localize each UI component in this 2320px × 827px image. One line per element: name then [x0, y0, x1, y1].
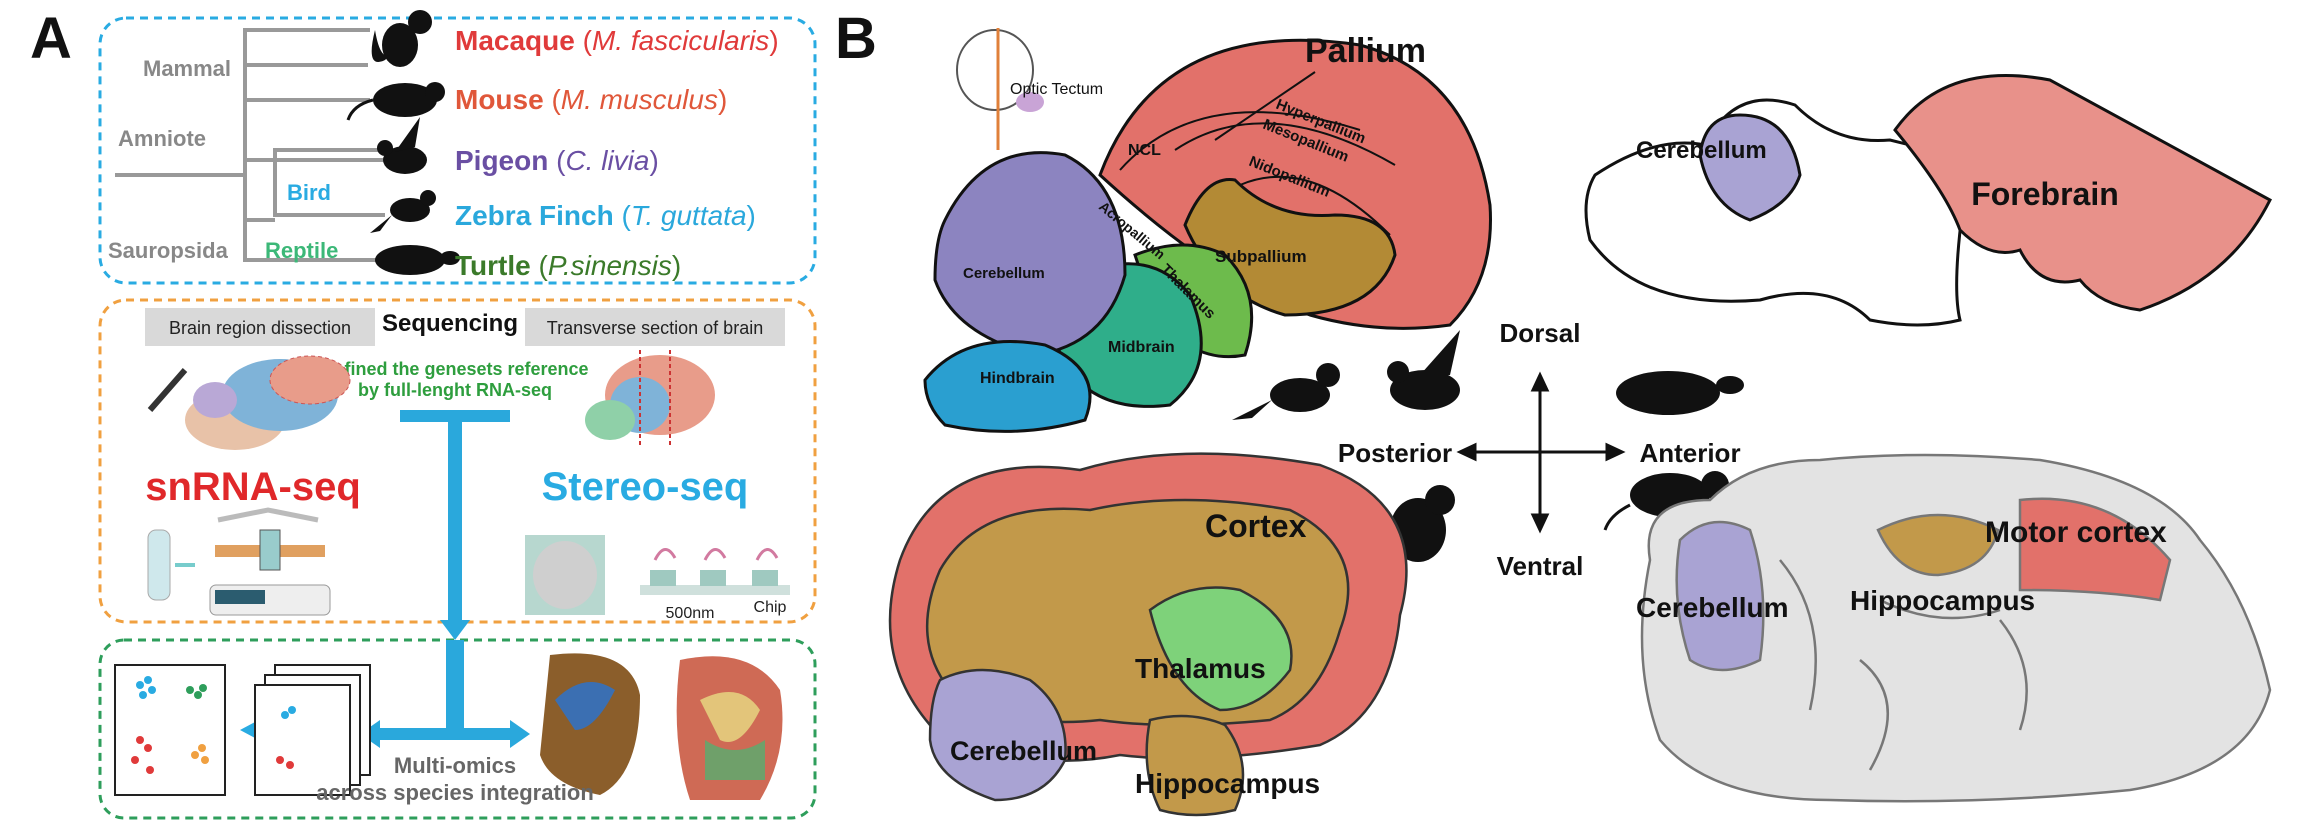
macaque-cortex-label: Cortex	[1205, 508, 1307, 544]
clade-reptile: Reptile	[265, 238, 338, 263]
orientation-compass	[1456, 371, 1626, 534]
mouse-hippocampus-region	[1876, 513, 2000, 577]
snrna-device-illustration	[147, 507, 331, 616]
snrna-seq-title: snRNA-seq	[145, 465, 361, 509]
pigeon-silhouette-icon	[377, 117, 427, 174]
clade-amniote: Amniote	[118, 126, 206, 151]
macaque-hippocampus-region	[1145, 714, 1245, 817]
dorsal-label: Dorsal	[1500, 318, 1581, 348]
cluster-plot-illustration	[114, 664, 371, 796]
anterior-label: Anterior	[1639, 438, 1740, 468]
finch-silhouette-icon	[1232, 363, 1340, 420]
mouse-silhouette-icon	[346, 82, 445, 121]
integration-box	[98, 638, 817, 820]
mouse-brain-diagram	[1640, 453, 2272, 803]
turtle-forebrain-region	[1893, 74, 2272, 312]
optic-tectum-label: Optic Tectum	[1010, 81, 1103, 98]
pigeon-silhouette-icon-b	[1387, 330, 1460, 410]
turtle-silhouette-icon-b	[1616, 371, 1744, 415]
macaque-cerebellum-label: Cerebellum	[950, 736, 1097, 766]
pallium-pointer	[1214, 71, 1316, 141]
species-label-zebra-finch: Zebra Finch (T. guttata)	[455, 200, 756, 231]
dissection-label: Brain region dissection	[169, 318, 351, 338]
mouse-cerebellum-region	[1675, 520, 1765, 672]
macaque-hippocampus-label: Hippocampus	[1135, 768, 1320, 799]
refined-text-line1: Refined the genesets reference	[321, 359, 588, 379]
clade-mammal: Mammal	[143, 56, 231, 81]
species-label-pigeon: Pigeon (C. livia)	[455, 145, 659, 176]
transverse-label-bg	[525, 308, 785, 346]
macaque-thalamus-label: Thalamus	[1135, 653, 1266, 684]
clade-bird: Bird	[287, 180, 331, 205]
turtle-forebrain-label: Forebrain	[1971, 176, 2119, 212]
transverse-label: Transverse section of brain	[547, 318, 763, 338]
macaque-brain-diagram	[888, 452, 1408, 817]
panel-a-letter: A	[30, 6, 72, 71]
stereo-scale-label: 500nm	[666, 605, 715, 622]
bird-cerebellum-label: Cerebellum	[963, 265, 1045, 282]
dissected-brain-illustration	[147, 355, 351, 450]
posterior-label: Posterior	[1338, 438, 1452, 468]
phylogeny-box	[98, 16, 817, 285]
spatial-map-illustration	[540, 653, 783, 800]
phylogeny-tree	[115, 28, 385, 262]
species-label-turtle: Turtle (P.sinensis)	[455, 250, 681, 281]
macaque-cerebellum-region	[928, 668, 1067, 802]
turtle-silhouette-icon	[375, 245, 460, 275]
sequencing-title: Sequencing	[382, 310, 518, 337]
turtle-cerebellum-label: Cerebellum	[1636, 137, 1767, 164]
zebra-finch-silhouette-icon	[370, 190, 436, 233]
clade-sauropsida: Sauropsida	[108, 238, 229, 263]
svg-text:Turtle (P.sinensis): Turtle (P.sinensis)	[455, 250, 681, 281]
integration-line1: Multi-omics	[394, 753, 516, 778]
bird-brain-inset-icon	[956, 28, 1044, 150]
bird-hindbrain-label: Hindbrain	[980, 370, 1055, 387]
transverse-brain-illustration	[585, 350, 715, 445]
macaque-silhouette-icon	[371, 10, 432, 67]
mouse-motor-cortex-label: Motor cortex	[1985, 516, 2167, 549]
mouse-hippocampus-label: Hippocampus	[1850, 585, 2035, 616]
svg-text:Pigeon (C. livia): Pigeon (C. livia)	[455, 145, 659, 176]
mouse-motor-cortex-region	[2018, 497, 2172, 602]
ventral-label: Ventral	[1497, 551, 1584, 581]
stereo-seq-title: Stereo-seq	[542, 465, 749, 509]
turtle-brain-diagram	[1584, 74, 2272, 327]
stereo-chip-label: Chip	[754, 599, 787, 616]
bird-midbrain-label: Midbrain	[1108, 339, 1175, 356]
turtle-brain-outline	[1584, 98, 1972, 327]
bird-pallium-label: Pallium	[1305, 32, 1426, 70]
mouse-cerebellum-label: Cerebellum	[1636, 592, 1789, 623]
integration-line2: across species integration	[316, 780, 594, 805]
bird-brain-diagram	[923, 38, 1492, 433]
species-label-mouse: Mouse (M. musculus)	[455, 84, 727, 115]
turtle-cerebellum-region	[1698, 113, 1802, 222]
bird-subpallium-label: Subpallium	[1215, 247, 1307, 266]
svg-text:Macaque (M. fascicularis): Macaque (M. fascicularis)	[455, 25, 779, 56]
macaque-thalamus-region	[1148, 586, 1293, 712]
dissection-label-bg	[145, 308, 375, 346]
svg-text:Zebra Finch (T. guttata): Zebra Finch (T. guttata)	[455, 200, 756, 231]
svg-text:Mouse (M. musculus): Mouse (M. musculus)	[455, 84, 727, 115]
bird-hindbrain-region	[923, 340, 1092, 433]
bird-cerebellum-region	[933, 151, 1127, 357]
species-label-macaque: Macaque (M. fascicularis)	[455, 25, 779, 56]
flow-arrow	[360, 410, 530, 748]
panel-b-letter: B	[835, 6, 877, 71]
refined-text-line2: by full-lenght RNA-seq	[358, 380, 552, 400]
bird-ncl-label: NCL	[1128, 142, 1161, 159]
stereo-chip-illustration	[525, 535, 790, 615]
